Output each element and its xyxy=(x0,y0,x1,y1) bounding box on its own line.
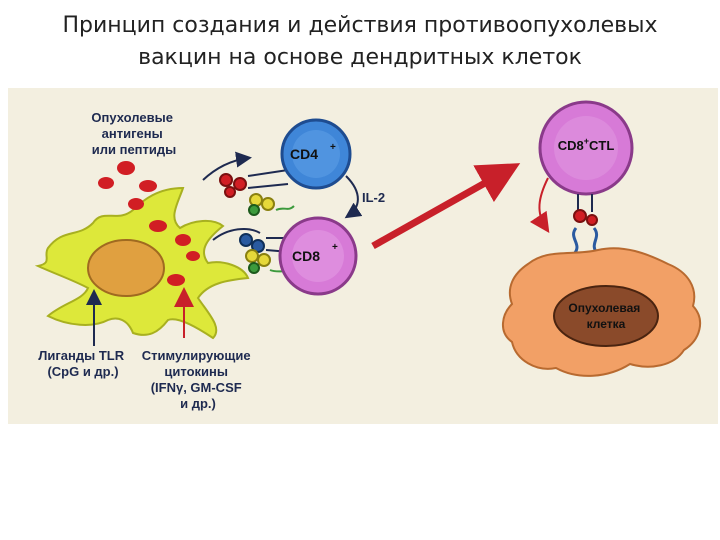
title-line-2: вакцин на основе дендритных клеток xyxy=(138,45,582,70)
il2-label: IL-2 xyxy=(362,190,385,205)
activation-arrow xyxy=(371,163,521,250)
slide-title: Принцип создания и действия противоопухо… xyxy=(0,10,720,74)
cd4-synapse xyxy=(202,151,295,216)
antigen-particles xyxy=(98,161,200,286)
cd8-label: CD8 xyxy=(292,248,320,264)
diagram-canvas: Опухолевые антигены или пептиды xyxy=(34,100,702,411)
title-line-1: Принцип создания и действия противоопухо… xyxy=(62,13,658,38)
ctl-signal-arrow xyxy=(529,177,550,233)
tumor-label: Опухолевая клетка xyxy=(568,301,643,331)
cd8-sup: + xyxy=(332,242,338,253)
cd4-label: CD4 xyxy=(290,146,318,162)
ctl-label: CD8+CTL xyxy=(558,136,615,153)
cd8-synapse xyxy=(212,227,295,275)
cd4-sup: + xyxy=(330,142,336,153)
il2-arrow xyxy=(344,175,363,219)
tumor-nucleus xyxy=(553,285,659,347)
dendritic-nucleus xyxy=(87,239,165,297)
tlr-label: Лиганды TLR (CpG и др.) xyxy=(38,348,127,379)
cytokine-label: Стимулирующие цитокины (IFNγ, GM-CSF и д… xyxy=(142,348,254,411)
antigens-label: Опухолевые антигены или пептиды xyxy=(91,110,176,157)
vaccine-diagram: Опухолевые антигены или пептиды xyxy=(8,88,718,424)
